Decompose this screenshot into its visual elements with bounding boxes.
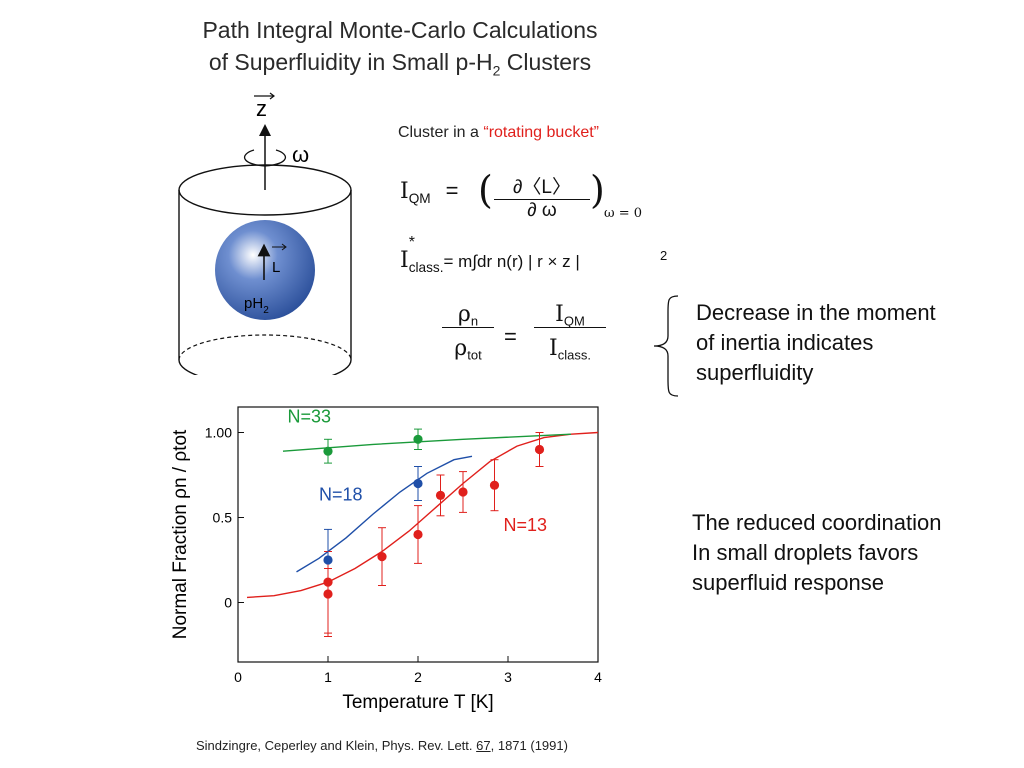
ratio-denominator: ρtot [454,336,482,363]
caption-quote: “rotating bucket” [483,124,599,141]
series-label-N=33: N=33 [288,406,332,426]
bucket-caption: Cluster in a “rotating bucket” [398,124,599,142]
series-label-N=13: N=13 [504,515,548,535]
iqm-symbol: I [400,179,409,204]
curve-N=18 [296,455,473,573]
x-tick-label-0: 0 [234,669,242,685]
point-N=13-3 [413,529,423,540]
moment-note: Decrease in the moment of inertia indica… [696,298,936,388]
iqm-equals: = [445,178,459,203]
rotating-bucket-diagram: z ω L pH2 [178,92,352,375]
point-N=18-1 [413,478,423,489]
point-N=13-4 [435,490,446,500]
reference-tail: , 1871 (1991) [490,738,568,753]
moment-note-line-1: Decrease in the moment [696,300,936,325]
ratio-equals: = [504,324,517,349]
equation-iclass: I* class.= m∫dr n(r) | r × z | [400,234,580,275]
title-subscript: 2 [492,62,501,79]
series-label-N=18: N=18 [319,485,363,505]
iqm-paren-left: ( [478,168,493,212]
iqm-condition: ω = 0 [604,206,643,221]
iclass-star: * [408,234,415,251]
x-tick-label-1: 1 [324,669,332,685]
omega-label: ω [292,142,309,167]
point-N=13-6 [489,480,500,490]
moment-note-line-3: superfluidity [696,360,814,385]
axis-ticks: 0 1 2 3 4 0 0.5 1.00 [205,425,602,686]
coordination-note-line-2: In small droplets favors [692,540,919,565]
iclass-rhs: = m∫dr n(r) | r × z | [443,252,580,271]
iqm-numerator: ∂〈L〉 [494,172,590,200]
y-axis-label: Normal Fraction ρn / ρtot [170,429,191,639]
ratio-numerator: ρn [442,302,494,328]
point-N=13-5 [458,487,468,497]
series-labels: N=33N=18N=13 [288,406,548,535]
error-bars [324,428,544,637]
title-line-2-text: of Superfluidity in Small p-H [208,49,493,75]
iqm-denominator: ∂ ω [527,200,557,221]
title-line-1: Path Integral Monte-Carlo Calculations [202,17,598,43]
x-axis-label: Temperature T [K] [342,692,493,713]
y-tick-label-0: 0 [224,595,232,611]
iqm-subscript: QM [408,190,431,206]
iclass-symbol: I [400,248,409,273]
y-tick-label-2: 1.00 [205,425,232,441]
data-points [323,434,545,599]
droplet-sphere [215,220,315,320]
title-line-2: of Superfluidity in Small p-H2 Clusters [130,46,670,87]
x-tick-label-3: 3 [504,669,512,685]
ratio-rhs-denominator: Iclass. [549,336,591,363]
point-N=33-0 [323,446,333,456]
bucket-base-back [178,334,352,361]
z-vector-tip [269,92,275,100]
point-N=13-0 [323,577,333,587]
bucket-base-front [178,359,352,375]
moment-note-line-2: of inertia indicates [696,330,874,355]
y-tick-label-1: 0.5 [213,510,233,526]
x-tick-label-4: 4 [594,669,602,685]
point-N=13-1 [323,589,333,599]
coordination-note: The reduced coordination In small drople… [692,508,942,598]
droplet-L-label: L [272,259,280,276]
x-tick-label-2: 2 [414,669,422,685]
reference-text: Sindzingre, Ceperley and Klein, Phys. Re… [196,738,477,753]
reference-volume: 67 [476,738,491,753]
droplet-label: pH2 [244,295,269,316]
reference-citation: Sindzingre, Ceperley and Klein, Phys. Re… [196,738,568,753]
coordination-note-line-1: The reduced coordination [692,510,942,535]
iclass-subscript: class. [408,259,444,275]
iqm-paren-right: ) [590,168,605,212]
curly-brace-icon [653,295,679,397]
z-axis-label: z [256,96,267,121]
equation-iqm: IQM = [400,178,459,206]
title-line-2-tail: Clusters [500,49,592,75]
point-N=13-7 [534,444,545,455]
caption-text: Cluster in a [398,124,484,141]
ratio-rhs-numerator: IQM [534,302,606,328]
point-N=13-2 [377,552,387,562]
iclass-power: 2 [660,248,668,263]
point-N=33-1 [413,434,423,444]
rotation-arrow-icon [244,149,286,167]
coordination-note-line-3: superfluid response [692,570,885,595]
point-N=18-0 [323,555,333,565]
normal-fraction-chart: 0 1 2 3 4 0 0.5 1.00 N=33N=18N=13 Temperature T… [170,406,602,713]
slide-title: Path Integral Monte-Carlo Calculations o… [130,14,670,87]
